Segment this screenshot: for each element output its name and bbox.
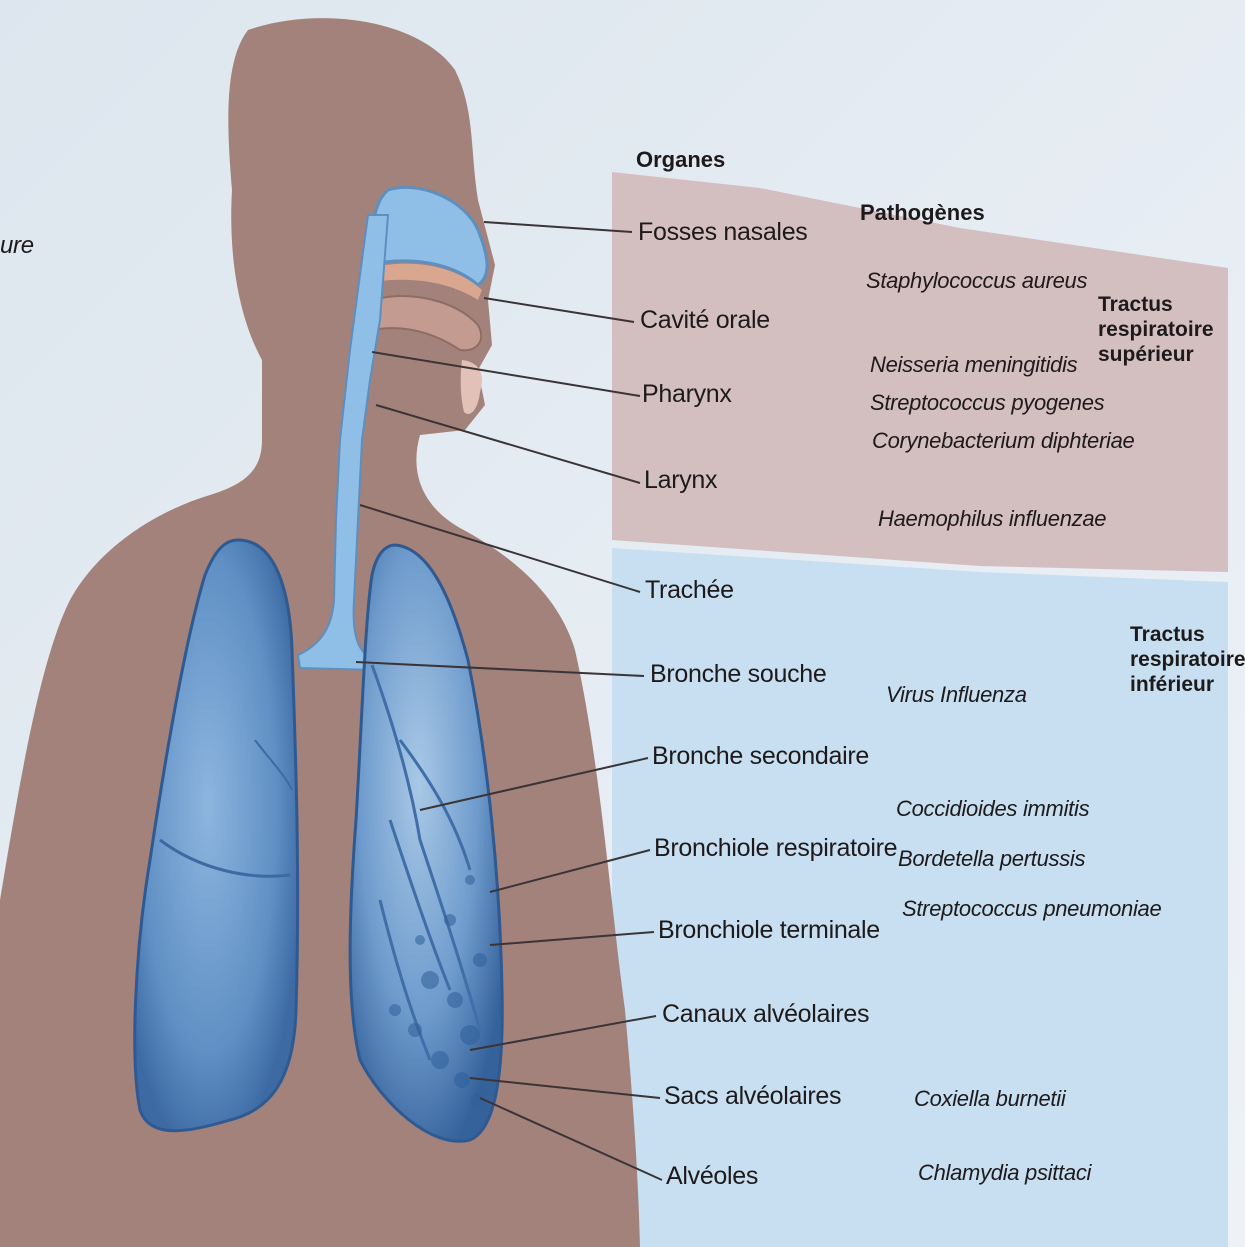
organ-label: Trachée	[645, 576, 734, 605]
organ-label: Alvéoles	[666, 1162, 758, 1191]
lower-tract-line: Tractus	[1130, 622, 1245, 647]
organ-label: Bronche souche	[650, 660, 826, 689]
upper-tract-line: supérieur	[1098, 342, 1214, 367]
upper-tract-label: Tractus respiratoire supérieur	[1098, 292, 1214, 367]
pathogen-label: Bordetella pertussis	[898, 846, 1085, 872]
lower-tract-line: respiratoire	[1130, 647, 1245, 672]
pathogen-label: Neisseria meningitidis	[870, 352, 1077, 378]
organ-label: Sacs alvéolaires	[664, 1082, 841, 1111]
organ-label: Bronche secondaire	[652, 742, 869, 771]
pathogen-label: Virus Influenza	[886, 682, 1027, 708]
upper-tract-line: Tractus	[1098, 292, 1214, 317]
lower-tract-label: Tractus respiratoire inférieur	[1130, 622, 1245, 697]
organ-label: Bronchiole terminale	[658, 916, 880, 945]
pathogen-label: Haemophilus influenzae	[878, 506, 1106, 532]
pathogen-label: Streptococcus pneumoniae	[902, 896, 1161, 922]
pathogen-label: Chlamydia psittaci	[918, 1160, 1091, 1186]
pathogen-label: Coccidioides immitis	[896, 796, 1089, 822]
pathogen-label: Corynebacterium diphteriae	[872, 428, 1134, 454]
pathogens-header: Pathogènes	[860, 200, 985, 226]
organ-label: Bronchiole respiratoire	[654, 834, 897, 863]
organ-label: Pharynx	[642, 380, 732, 409]
pathogen-label: Staphylococcus aureus	[866, 268, 1087, 294]
organ-label: Canaux alvéolaires	[662, 1000, 869, 1029]
upper-tract-line: respiratoire	[1098, 317, 1214, 342]
lower-tract-line: inférieur	[1130, 672, 1245, 697]
organ-label: Cavité orale	[640, 306, 770, 335]
pathogen-label: Coxiella burnetii	[914, 1086, 1065, 1112]
pathogen-label: Streptococcus pyogenes	[870, 390, 1104, 416]
organs-header: Organes	[636, 147, 725, 173]
edge-fragment-text: ure	[0, 232, 34, 260]
organ-label: Fosses nasales	[638, 218, 808, 247]
organ-label: Larynx	[644, 466, 717, 495]
